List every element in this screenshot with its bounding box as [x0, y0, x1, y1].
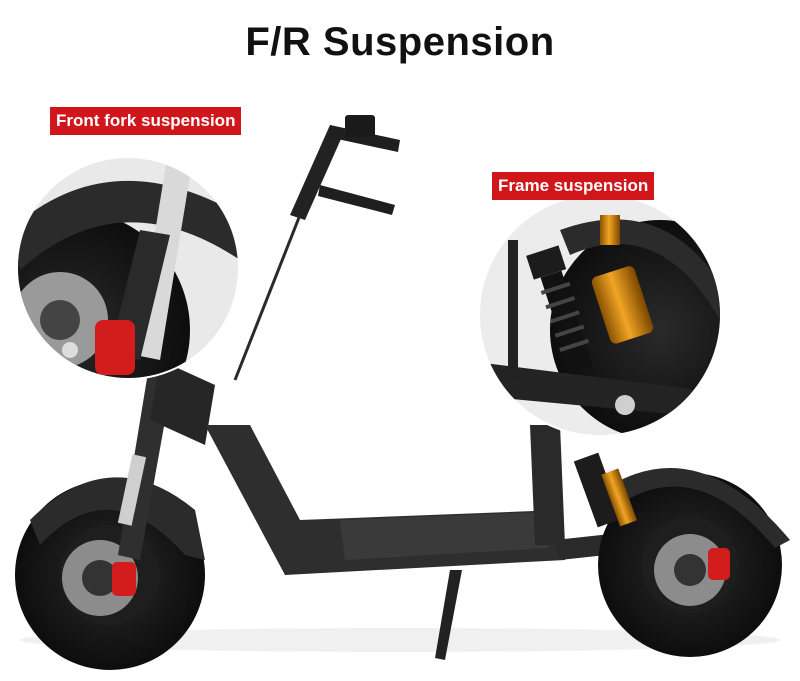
rear-caliper	[708, 548, 730, 580]
frame-suspension-closeup	[478, 193, 722, 437]
page-title: F/R Suspension	[245, 20, 555, 64]
footboard	[340, 512, 548, 560]
floor-shadow	[20, 628, 780, 652]
front-caliper	[112, 562, 136, 596]
rear-fender	[590, 468, 790, 548]
rear-shock	[573, 452, 638, 528]
handlebar	[233, 115, 400, 381]
front-fender	[30, 477, 205, 560]
rear-wheel	[598, 473, 782, 657]
scooter	[15, 115, 790, 670]
front-fork-label: Front fork suspension	[50, 107, 242, 135]
display-icon	[345, 115, 375, 137]
frame-suspension-label: Frame suspension	[492, 172, 655, 200]
kickstand	[435, 570, 462, 660]
